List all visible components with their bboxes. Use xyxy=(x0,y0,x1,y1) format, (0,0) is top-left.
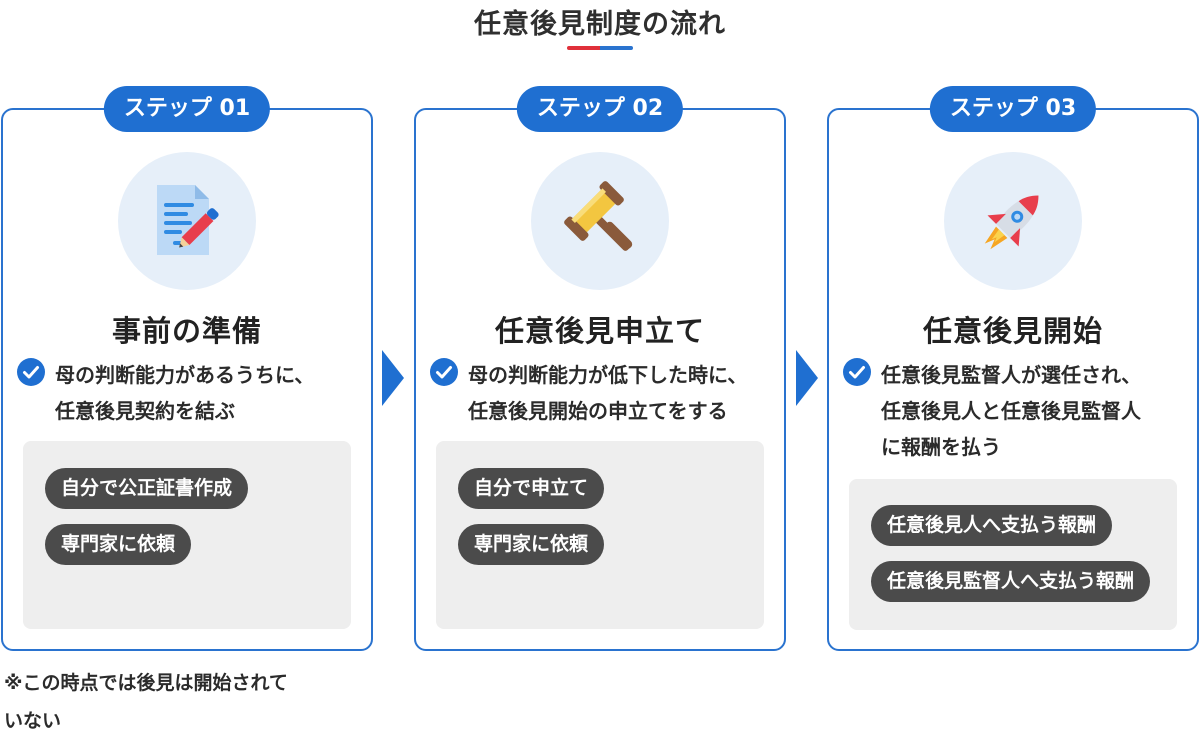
step-card-02: ステップ 02 任意後見申立て 母の判断能力が低下した時に、 任意後見開始の申立… xyxy=(414,86,786,651)
arrow-right-icon xyxy=(796,350,818,406)
step-badge: ステップ 01 xyxy=(103,86,271,132)
method-options: 自分で申立て 専門家に依頼 xyxy=(436,441,764,629)
rocket-icon xyxy=(984,195,1039,250)
option-pill: 任意後見監督人へ支払う報酬 xyxy=(871,561,1151,602)
option-pill: 任意後見人へ支払う報酬 xyxy=(871,505,1113,546)
gavel-icon xyxy=(564,181,633,251)
footnote-line: いない xyxy=(4,710,62,732)
step-badge: ステップ 02 xyxy=(516,86,684,132)
description-line: 任意後見開始の申立てをする xyxy=(468,399,728,423)
footnote-line: ※この時点では後見は開始されて xyxy=(4,672,288,694)
icon-circle xyxy=(944,152,1082,290)
option-pill: 専門家に依頼 xyxy=(458,524,605,565)
description-line: 母の判断能力が低下した時に、 xyxy=(468,363,748,387)
description-line: に報酬を払う xyxy=(881,435,1001,459)
description-line: 任意後見監督人が選任され、 xyxy=(881,363,1142,387)
check-circle-icon xyxy=(17,358,45,386)
step-badge: ステップ 03 xyxy=(929,86,1097,132)
option-pill: 自分で公正証書作成 xyxy=(45,468,249,509)
description-line: 任意後見人と任意後見監督人 xyxy=(881,399,1141,423)
description-line: 母の判断能力があるうちに、 xyxy=(55,363,315,387)
step-title: 事前の準備 xyxy=(111,314,262,348)
arrow-right-icon xyxy=(382,350,404,406)
step-card-01: ステップ 01 事前の準備 母の判断能力があるうちに、 任意後見契約を結ぶ xyxy=(1,86,373,651)
footnote: ※この時点では後見は開始されて いない xyxy=(4,664,364,739)
title-underline xyxy=(567,46,633,50)
fee-options: 任意後見人へ支払う報酬 任意後見監督人へ支払う報酬 xyxy=(849,479,1177,630)
icon-circle xyxy=(531,152,669,290)
step-title: 任意後見開始 xyxy=(922,314,1103,348)
check-circle-icon xyxy=(430,358,458,386)
step-title: 任意後見申立て xyxy=(494,314,705,348)
method-options: 自分で公正証書作成 専門家に依頼 xyxy=(23,441,351,629)
icon-circle xyxy=(118,152,256,290)
document-pencil-icon xyxy=(157,185,219,255)
option-pill: 自分で申立て xyxy=(458,468,605,509)
step-card-03: ステップ 03 任意後見開始 任意後見監督人が選任され、 任意後見人と任意後見監… xyxy=(827,86,1199,651)
check-circle-icon xyxy=(843,358,871,386)
page-title: 任意後見制度の流れ xyxy=(474,9,726,40)
description-line: 任意後見契約を結ぶ xyxy=(55,399,235,423)
option-pill: 専門家に依頼 xyxy=(45,524,192,565)
